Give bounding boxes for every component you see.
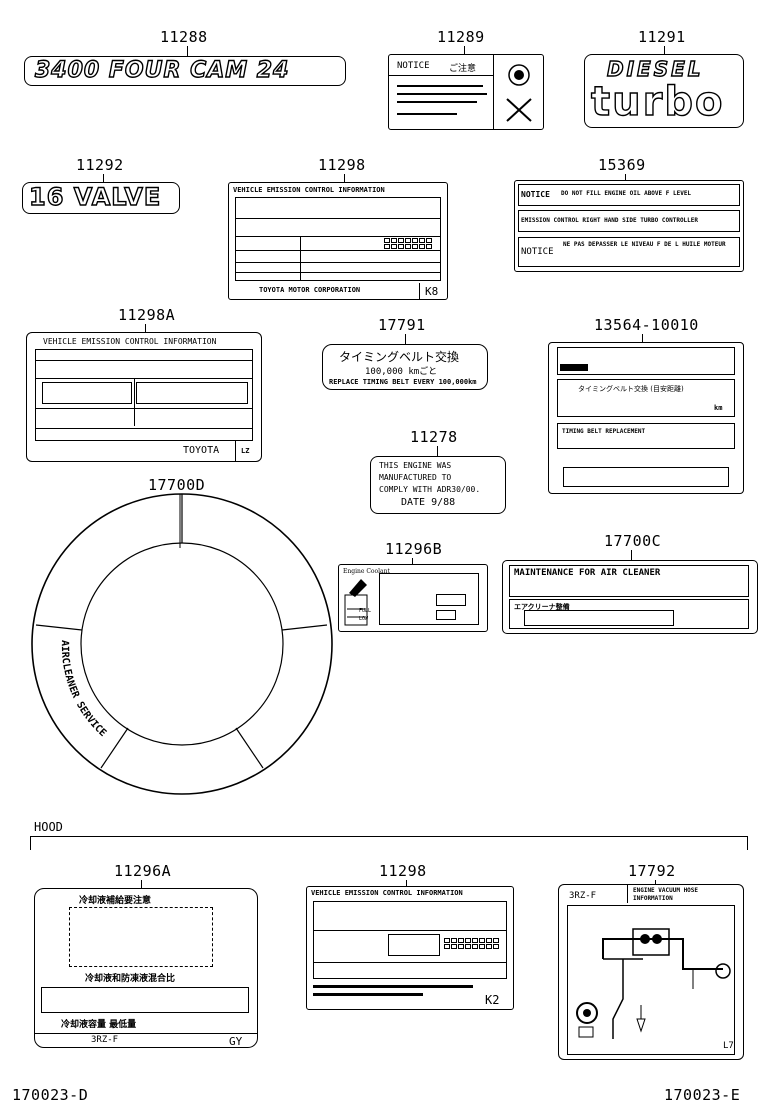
leader-line xyxy=(631,550,632,560)
leader-line xyxy=(437,446,438,456)
leader-line xyxy=(145,324,146,332)
part-number-11298a: 11298A xyxy=(118,306,176,324)
part-number-11298-hood: 11298 xyxy=(379,862,427,880)
part-number-11291: 11291 xyxy=(638,28,686,46)
leader-line xyxy=(406,880,407,886)
emission-title: VEHICLE EMISSION CONTROL INFORMATION xyxy=(233,186,385,194)
part-number-11298: 11298 xyxy=(318,156,366,174)
leader-line xyxy=(464,46,465,54)
air-cleaner-label-17700c: MAINTENANCE FOR AIR CLEANER エアクリーナ整備 xyxy=(502,560,758,634)
leader-line xyxy=(344,174,345,182)
leader-line xyxy=(412,558,413,564)
adr-compliance-label-11278: THIS ENGINE WAS MANUFACTURED TO COMPLY W… xyxy=(370,456,506,514)
hood-bracket xyxy=(30,836,748,837)
label-code: K8 xyxy=(425,285,439,298)
corp-name: TOYOTA MOTOR CORPORATION xyxy=(259,286,361,294)
leader-line xyxy=(655,880,656,884)
leader-line xyxy=(642,334,643,342)
emission-label-11298: VEHICLE EMISSION CONTROL INFORMATION TOY… xyxy=(228,182,448,300)
part-number-11296b: 11296B xyxy=(385,540,443,558)
diesel-text: DIESEL xyxy=(606,56,704,81)
notice-heading-jp: ご注意 xyxy=(449,64,477,74)
ring-service-text: AIRCLEANER SERVICE xyxy=(59,640,108,739)
part-number-11278: 11278 xyxy=(410,428,458,446)
notice-heading: NOTICE xyxy=(397,61,430,71)
leader-line xyxy=(187,46,188,56)
hood-heading: HOOD xyxy=(34,820,63,834)
part-number-13564-10010: 13564-10010 xyxy=(594,316,699,334)
vacuum-hose-label-17792: 3RZ-F ENGINE VACUUM HOSE INFORMATION L7 xyxy=(558,884,744,1060)
emblem-diesel-turbo: DIESEL turbo xyxy=(584,54,744,128)
leader-line xyxy=(664,46,665,54)
leader-line xyxy=(103,174,104,182)
emission-label-11298a: VEHICLE EMISSION CONTROL INFORMATION TOY… xyxy=(26,332,262,462)
coolant-label-11296b: Engine Coolant FULL LOW xyxy=(338,564,488,632)
notice-label-15369: NOTICE DO NOT FILL ENGINE OIL ABOVE F LE… xyxy=(514,180,744,272)
leader-line xyxy=(141,880,142,888)
leader-line xyxy=(405,334,406,344)
part-number-17700c: 17700C xyxy=(604,532,662,550)
part-number-11288: 11288 xyxy=(160,28,208,46)
code-grid xyxy=(384,238,432,249)
timing-belt-label-17791: タイミングベルト交換 100,000 kmごと REPLACE TIMING B… xyxy=(322,344,488,390)
leader-line xyxy=(625,174,626,182)
part-number-11289: 11289 xyxy=(437,28,485,46)
emission-label-11298-hood: VEHICLE EMISSION CONTROL INFORMATION K2 xyxy=(306,886,514,1010)
vacuum-hose-diagram xyxy=(576,928,731,1039)
turbo-text: turbo xyxy=(590,78,725,125)
part-number-17791: 17791 xyxy=(378,316,426,334)
part-number-11292: 11292 xyxy=(76,156,124,174)
coolant-reservoir-icon xyxy=(344,579,368,626)
part-number-11296a: 11296A xyxy=(114,862,172,880)
part-number-15369: 15369 xyxy=(598,156,646,174)
part-number-17700d: 17700D xyxy=(148,476,206,494)
valve-text: 16 VALVE xyxy=(28,182,162,211)
notice-label-11289: NOTICE ご注意 xyxy=(388,54,544,130)
figure-id-right: 170023-E xyxy=(664,1086,741,1104)
coolant-label-11296a: 冷却液補給要注意 冷却液和防凍液混合比 冷却液容量 最低量 3RZ-F GY xyxy=(34,888,258,1048)
emblem-16-valve: 16 VALVE xyxy=(22,182,180,214)
timing-belt-label-13564: タイミングベルト交換 (目安距離) km TIMING BELT REPLACE… xyxy=(548,342,744,494)
figure-id-left: 170023-D xyxy=(12,1086,89,1104)
emblem-text: 3400 FOUR CAM 24 xyxy=(34,57,290,83)
emblem-3400-four-cam-24: 3400 FOUR CAM 24 xyxy=(24,56,346,86)
part-number-17792: 17792 xyxy=(628,862,676,880)
warning-icon xyxy=(506,64,532,122)
